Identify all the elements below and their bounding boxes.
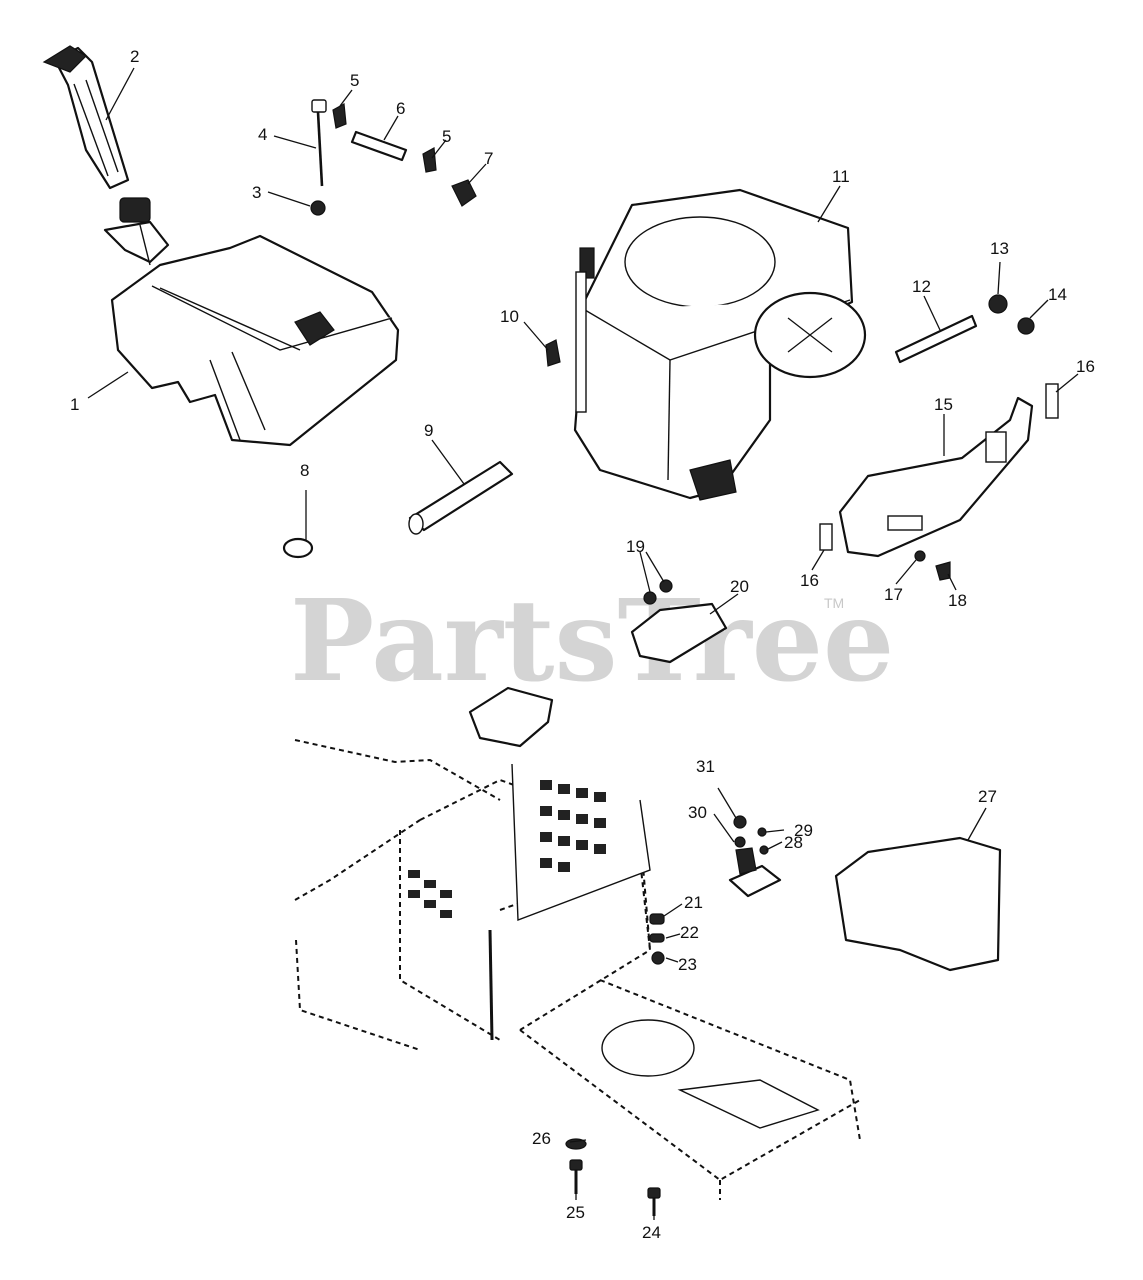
watermark: PartsTree TM	[290, 576, 894, 707]
part-clip-10[interactable]	[545, 339, 561, 367]
part-bolt-25[interactable]	[569, 1159, 583, 1194]
callout-14: 14	[1048, 285, 1067, 304]
part-screw-19b[interactable]	[659, 579, 673, 593]
callout-26: 26	[532, 1129, 551, 1148]
callout-5b: 5	[442, 127, 451, 146]
callout-18: 18	[948, 591, 967, 610]
part-engine[interactable]	[573, 188, 867, 501]
callout-19: 19	[626, 537, 645, 556]
part-fitting-7[interactable]	[451, 179, 477, 207]
part-nut-31[interactable]	[733, 815, 747, 829]
callout-17: 17	[884, 585, 903, 604]
part-washer-30[interactable]	[734, 836, 746, 848]
callout-7: 7	[484, 149, 493, 168]
part-nut-29[interactable]	[757, 827, 767, 837]
part-shield-15[interactable]	[838, 396, 1034, 558]
part-screw-17[interactable]	[914, 550, 926, 562]
watermark-text: PartsTree	[290, 576, 894, 707]
part-hose-9[interactable]	[408, 460, 514, 535]
part-washer-28[interactable]	[759, 845, 769, 855]
callout-labels: 1 2 3 4 5 5 6 7 8 9 10 11 12 13 14 15 16…	[70, 47, 1095, 1242]
watermark-tm: TM	[824, 595, 844, 611]
callout-31: 31	[696, 757, 715, 776]
part-screw-19a[interactable]	[643, 591, 657, 605]
callout-30: 30	[688, 803, 707, 822]
callout-6: 6	[396, 99, 405, 118]
part-rod-6[interactable]	[350, 130, 408, 162]
callout-1: 1	[70, 395, 79, 414]
leader-lines	[87, 67, 1079, 1220]
callout-25: 25	[566, 1203, 585, 1222]
part-nut-3[interactable]	[310, 200, 326, 216]
callout-22: 22	[680, 923, 699, 942]
callout-4: 4	[258, 125, 267, 144]
part-clamp-8[interactable]	[282, 490, 314, 559]
part-bushing-21[interactable]	[649, 913, 665, 925]
part-filler-tube[interactable]	[42, 45, 130, 190]
callout-10: 10	[500, 307, 519, 326]
part-clip-16a[interactable]	[1045, 383, 1059, 419]
callout-15: 15	[934, 395, 953, 414]
callout-28: 28	[784, 833, 803, 852]
callout-11: 11	[832, 167, 850, 186]
part-solenoid[interactable]	[728, 847, 782, 898]
callout-16a: 16	[1076, 357, 1095, 376]
callout-24: 24	[642, 1223, 661, 1242]
part-clip-16b[interactable]	[819, 523, 833, 551]
part-pin-12[interactable]	[894, 314, 978, 364]
callout-29: 29	[794, 821, 813, 840]
part-nut-14[interactable]	[1017, 317, 1035, 335]
callout-2: 2	[130, 47, 139, 66]
callout-13: 13	[990, 239, 1009, 258]
part-washer-22[interactable]	[649, 933, 665, 943]
part-frame	[294, 686, 861, 1200]
callout-12: 12	[912, 277, 931, 296]
part-clip-5b[interactable]	[422, 147, 437, 173]
callout-16b: 16	[800, 571, 819, 590]
callout-23: 23	[678, 955, 697, 974]
part-fuel-tank[interactable]	[110, 234, 400, 447]
part-nut-23[interactable]	[651, 951, 665, 965]
part-fuel-neck	[103, 197, 170, 266]
part-bolt-4[interactable]	[311, 99, 327, 187]
part-bolt-18[interactable]	[935, 561, 951, 581]
part-plate-20[interactable]	[630, 602, 728, 664]
part-washer-13[interactable]	[988, 294, 1008, 314]
callout-8: 8	[300, 461, 309, 480]
callout-20: 20	[730, 577, 749, 596]
callout-5a: 5	[350, 71, 359, 90]
part-cover-27[interactable]	[834, 836, 1002, 972]
callout-27: 27	[978, 787, 997, 806]
callout-3: 3	[252, 183, 261, 202]
callout-9: 9	[424, 421, 433, 440]
part-clip-5a[interactable]	[332, 103, 347, 129]
callout-21: 21	[684, 893, 703, 912]
